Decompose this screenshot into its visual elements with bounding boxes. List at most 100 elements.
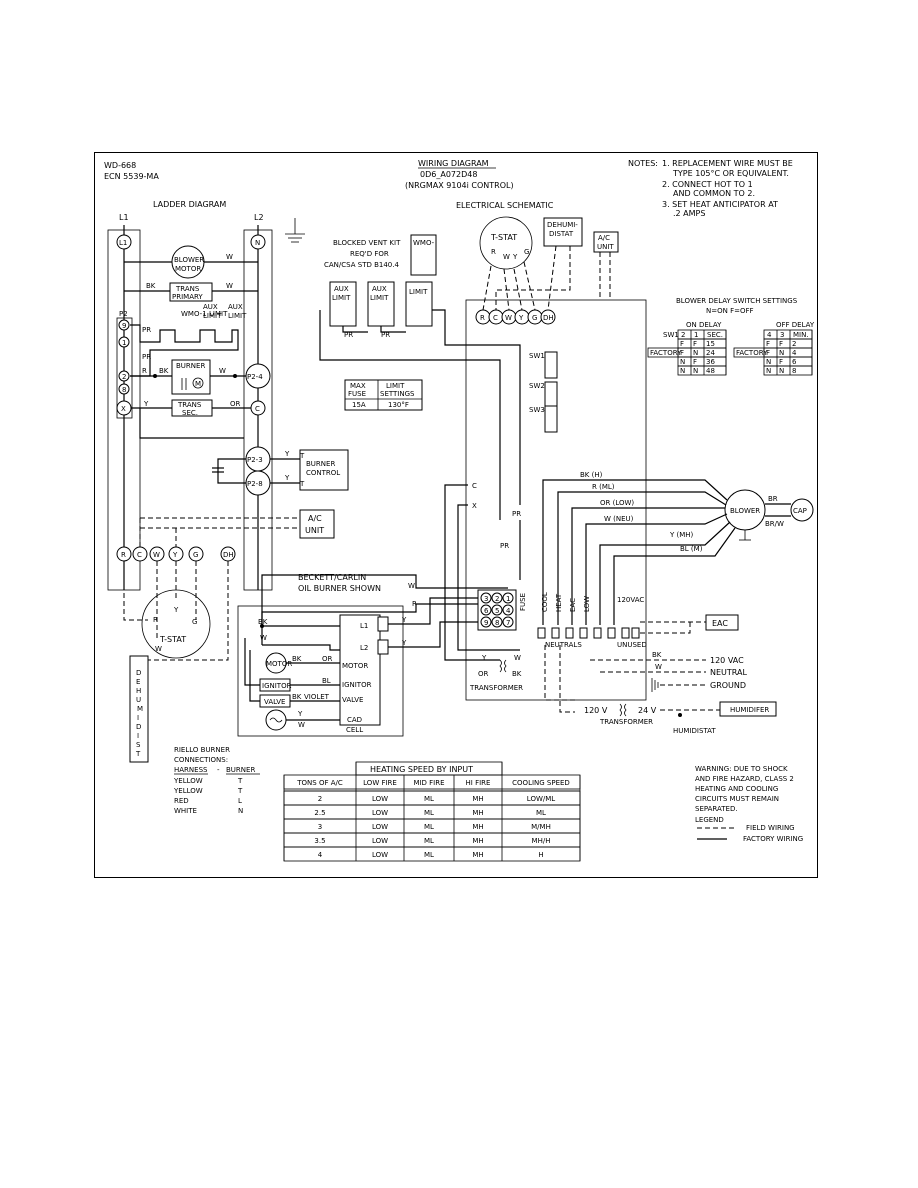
riello-harness-value: WHITE — [174, 807, 197, 815]
l1-label: L1 — [119, 213, 129, 222]
bb-l1: L1 — [360, 622, 368, 630]
blower-label: BLOWER — [730, 507, 760, 515]
on-delay-header-1: 1 — [694, 331, 698, 339]
pr2: PR — [381, 331, 390, 339]
warning-3: HEATING AND COOLING — [695, 785, 778, 793]
warning-4: CIRCUITS MUST REMAIN — [695, 795, 779, 803]
humidifier-label: HUMIDIFER — [730, 706, 769, 714]
bw-y: Y (MH) — [669, 531, 694, 539]
svg-text:C: C — [493, 314, 498, 322]
bc-t1: T — [299, 452, 305, 460]
speed-cell: ML — [424, 851, 434, 859]
ls-1: LIMIT — [386, 382, 405, 390]
aux-label-1: AUX — [203, 303, 218, 311]
plug-pins: 3 2 1 6 5 4 9 8 7 — [480, 592, 514, 628]
al1-b: LIMIT — [332, 294, 351, 302]
blocked-vent-2: REQ'D FOR — [350, 250, 389, 258]
notes-label: NOTES: — [628, 159, 658, 168]
legend-factory: FACTORY WIRING — [743, 835, 803, 843]
x-term: X — [121, 405, 126, 413]
beckett-l2: OIL BURNER SHOWN — [298, 584, 381, 593]
humid-transformer-icon — [619, 703, 627, 717]
dehum-l1: DEHUMI- — [547, 221, 578, 229]
ac-unit-l1: A/C — [308, 514, 322, 523]
cap-label: CAP — [793, 507, 807, 515]
v24-label: 24 V — [638, 706, 657, 715]
l2-label: L2 — [254, 213, 264, 222]
speed-header-1: LOW FIRE — [363, 779, 397, 787]
schematic-title: ELECTRICAL SCHEMATIC — [456, 201, 554, 210]
ac-unit-l2: UNIT — [305, 526, 324, 535]
sac-l1: A/C — [598, 234, 610, 242]
note-2a: 2. CONNECT HOT TO 1 — [662, 180, 753, 189]
speed-header-0: TONS OF A/C — [296, 779, 343, 787]
bb-valve: VALVE — [342, 696, 363, 704]
limit-label: LIMIT — [209, 310, 228, 318]
pw-bk: BK — [652, 651, 662, 659]
burner-control-l1: BURNER — [306, 460, 335, 468]
l1-term-label: L1 — [119, 239, 127, 247]
ground-icon — [285, 218, 305, 243]
trans-primary — [169, 282, 213, 302]
speed-cell: MH/H — [532, 837, 551, 845]
speed-cell: 4 — [318, 851, 323, 859]
al2-b: LIMIT — [370, 294, 389, 302]
mf-2: FUSE — [348, 390, 366, 398]
off-delay-cell: F — [779, 358, 783, 366]
speed-table-title: HEATING SPEED BY INPUT — [370, 765, 473, 774]
unused-label: UNUSED — [617, 641, 647, 649]
bw3-bl: BL — [322, 677, 331, 685]
transformer2-label: TRANSFORMER — [599, 718, 653, 726]
eac-label: EAC — [712, 619, 728, 628]
off-delay-title: OFF DELAY — [776, 321, 815, 329]
svg-text:DH: DH — [543, 314, 554, 322]
blower-motor-l2: MOTOR — [175, 265, 201, 273]
speed-cell: 3 — [318, 823, 322, 831]
riello-title-2: CONNECTIONS: — [174, 756, 228, 764]
trans-sec-l1: TRANS — [177, 401, 202, 409]
bb-cad: CAD — [347, 716, 362, 724]
bw5-w: W — [408, 582, 415, 590]
bw3-w: W — [298, 721, 305, 729]
ladder-dehumidistat — [129, 655, 149, 763]
svg-text:1: 1 — [122, 339, 126, 347]
riello-burner-value: T — [237, 777, 243, 785]
humidistat-label: HUMIDISTAT — [673, 727, 716, 735]
svg-text:8: 8 — [122, 386, 126, 394]
off-delay-cell: F — [766, 340, 770, 348]
tr-or: OR — [478, 670, 489, 678]
speed-cell: ML — [424, 795, 434, 803]
speed-cell: ML — [424, 837, 434, 845]
bw-w: W (NEU) — [604, 515, 634, 523]
svg-text:R: R — [480, 314, 485, 322]
bw-or: OR (LOW) — [600, 499, 634, 507]
svg-text:6: 6 — [484, 607, 489, 615]
off-delay-header-2: MIN. — [793, 331, 809, 339]
beckett-l1: BECKETT/CARLIN — [298, 573, 366, 582]
svg-text:COOL: COOL — [541, 592, 549, 612]
bw-bk: BK (H) — [580, 471, 603, 479]
v120-label: 120 V — [584, 706, 608, 715]
on-delay-cell: F — [680, 340, 684, 348]
riello-burner-value: N — [238, 807, 243, 815]
ladder-bk1: BK — [146, 282, 156, 290]
p2-4-terminal — [245, 363, 271, 389]
burner-box — [171, 359, 211, 395]
on-delay-cell: N — [680, 367, 685, 375]
ladder-terminal-row: R C W Y G DH — [116, 546, 236, 562]
speed-cell: LOW — [372, 851, 388, 859]
svg-text:R: R — [491, 248, 496, 256]
sw1-label: SW1 — [529, 352, 545, 360]
on-delay-cell: F — [680, 349, 684, 357]
ls-2: SETTINGS — [380, 390, 415, 398]
off-delay-cell: F — [766, 349, 770, 357]
ladder-pr1: PR — [142, 326, 151, 334]
burner-motor-icon — [192, 377, 204, 389]
speed-cell: 2 — [318, 795, 322, 803]
power-120vac: 120 VAC — [710, 656, 744, 665]
warning-2: AND FIRE HAZARD, CLASS 2 — [695, 775, 794, 783]
note-1a: 1. REPLACEMENT WIRE MUST BE — [662, 159, 793, 168]
svg-text:HEAT: HEAT — [555, 593, 563, 612]
n-term-label: N — [255, 239, 260, 247]
lt-r: R — [153, 616, 158, 624]
